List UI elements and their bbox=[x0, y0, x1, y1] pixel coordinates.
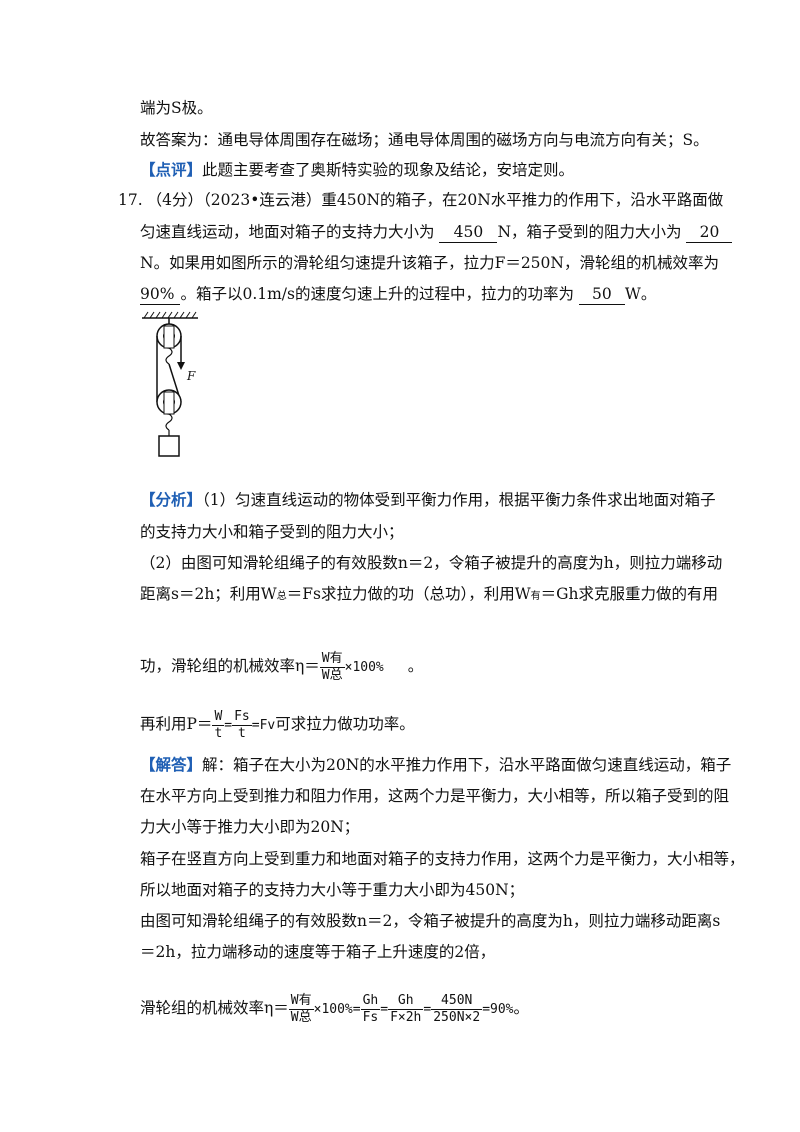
solution-line-1: 【解答】解：箱子在大小为20N的水平推力作用下，沿水平路面做匀速直线运动，箱子 bbox=[140, 755, 731, 775]
analysis-text-6a: 再利用P＝ bbox=[140, 715, 213, 733]
subscript-you: 有 bbox=[530, 591, 541, 602]
solution-f2-denominator: Fs bbox=[362, 1009, 379, 1025]
analysis-line-1: 【分析】（1）匀速直线运动的物体受到平衡力作用，根据平衡力条件求出地面对箱子 bbox=[140, 490, 716, 510]
solution-f3-numerator: Gh bbox=[388, 993, 424, 1010]
answer-blank-2: 20 bbox=[686, 222, 733, 243]
analysis-line-2: 的支持力大小和箱子受到的阻力大小； bbox=[140, 523, 404, 541]
power-numerator-1: W bbox=[212, 708, 225, 726]
question-number: 17. bbox=[118, 191, 143, 209]
solution-equals-2: = bbox=[352, 1002, 361, 1017]
solution-text-8-end: 。 bbox=[513, 999, 530, 1017]
analysis-text-6b: 可求拉力做功功率。 bbox=[275, 715, 415, 733]
solution-f4-denominator: 250N×2 bbox=[433, 1009, 481, 1025]
analysis-text-5-end: 。 bbox=[407, 657, 424, 675]
answer-blank-3: 90% bbox=[140, 284, 181, 305]
analysis-text-4a: 距离s＝2h；利用W bbox=[140, 585, 277, 603]
solution-line-6: 由图可知滑轮组绳子的有效股数n＝2，令箱子被提升的高度为h，则拉力端移动距离s bbox=[140, 912, 721, 930]
solution-line-3: 力大小等于推力大小即为20N； bbox=[140, 818, 360, 836]
solution-line-7: ＝2h，拉力端移动的速度等于箱子上升速度的2倍， bbox=[140, 943, 496, 961]
solution-line-4: 箱子在竖直方向上受到重力和地面对箱子的支持力作用，这两个力是平衡力，大小相等， bbox=[140, 850, 745, 868]
force-arrow-icon bbox=[177, 362, 185, 370]
force-label: F bbox=[186, 369, 196, 383]
solution-f1-tail: ×100% bbox=[313, 1002, 353, 1017]
power-denominator-1: t bbox=[214, 725, 223, 741]
prev-line-1: 端为S极。 bbox=[140, 99, 213, 117]
analysis-text-5: 功，滑轮组的机械效率η＝ bbox=[140, 657, 320, 675]
power-equals-1: = bbox=[224, 718, 233, 733]
question-text-4b: W。 bbox=[624, 285, 657, 303]
solution-text-8: 滑轮组的机械效率η＝ bbox=[140, 999, 289, 1017]
solution-equals-4: = bbox=[423, 1002, 432, 1017]
power-equals-2: =Fv bbox=[251, 718, 276, 733]
analysis-line-3: （2）由图可知滑轮组绳子的有效股数n＝2，令箱子被提升的高度为h，则拉力端移动 bbox=[140, 554, 723, 572]
question-text-2b: N，箱子受到的阻力大小为 bbox=[497, 223, 682, 241]
efficiency-tail: ×100% bbox=[344, 660, 384, 675]
question-text-4a: 。箱子以0.1m/s的速度匀速上升的过程中，拉力的功率为 bbox=[180, 285, 574, 303]
analysis-text-1: （1）匀速直线运动的物体受到平衡力作用，根据平衡力条件求出地面对箱子 bbox=[202, 491, 716, 509]
solution-f3-denominator: F×2h bbox=[390, 1009, 422, 1025]
power-numerator-2: Fs bbox=[232, 708, 252, 726]
solution-result: =90% bbox=[482, 1002, 514, 1017]
efficiency-numerator: W有 bbox=[319, 650, 345, 668]
review-tag: 【点评】 bbox=[140, 160, 203, 179]
solution-text-1: 解：箱子在大小为20N的水平推力作用下，沿水平路面做匀速直线运动，箱子 bbox=[202, 756, 732, 774]
solution-f1-denominator: W总 bbox=[290, 1009, 312, 1025]
analysis-text-4b: ＝Fs求拉力做的功（总功），利用W bbox=[286, 585, 531, 603]
analysis-line-4: 距离s＝2h；利用W总＝Fs求拉力做的功（总功），利用W有＝Gh求克服重力做的有… bbox=[140, 584, 718, 607]
solution-equals-3: = bbox=[380, 1002, 389, 1017]
pulley-figure: F bbox=[142, 311, 198, 457]
analysis-tag: 【分析】 bbox=[140, 490, 203, 509]
prev-review: 【点评】此题主要考查了奥斯特实验的现象及结论，安培定则。 bbox=[140, 160, 574, 180]
power-denominator-2: t bbox=[238, 725, 246, 741]
prev-answer-line: 故答案为：通电导体周围存在磁场；通电导体周围的磁场方向与电流方向有关；S。 bbox=[140, 131, 709, 149]
solution-line-5: 所以地面对箱子的支持力大小等于重力大小即为450N； bbox=[140, 881, 525, 899]
solution-f4-numerator: 450N bbox=[431, 993, 483, 1010]
review-text: 此题主要考查了奥斯特实验的现象及结论，安培定则。 bbox=[202, 161, 575, 179]
question-text-2a: 匀速直线运动，地面对箱子的支持力大小为 bbox=[140, 223, 435, 241]
answer-blank-4: 50 bbox=[578, 284, 625, 305]
subscript-zong: 总 bbox=[276, 591, 287, 602]
answer-blank-1: 450 bbox=[439, 222, 498, 243]
solution-line-2: 在水平方向上受到推力和阻力作用，这两个力是平衡力，大小相等，所以箱子受到的阻 bbox=[140, 787, 730, 805]
analysis-text-4c: ＝Gh求克服重力做的有用 bbox=[540, 585, 719, 603]
efficiency-denominator: W总 bbox=[321, 667, 343, 683]
question-line-1: 17.（4分）（2023•连云港）重450N的箱子，在20N水平推力的作用下，沿… bbox=[118, 190, 723, 210]
question-text-1: （4分）（2023•连云港）重450N的箱子，在20N水平推力的作用下，沿水平路… bbox=[146, 191, 724, 209]
question-line-3: N。如果用如图所示的滑轮组匀速提升该箱子，拉力F＝250N，滑轮组的机械效率为 bbox=[140, 254, 719, 272]
solution-f2-numerator: Gh bbox=[360, 992, 381, 1010]
box bbox=[158, 435, 180, 457]
solution-tag: 【解答】 bbox=[140, 755, 203, 774]
solution-f1-numerator: W有 bbox=[288, 992, 314, 1010]
